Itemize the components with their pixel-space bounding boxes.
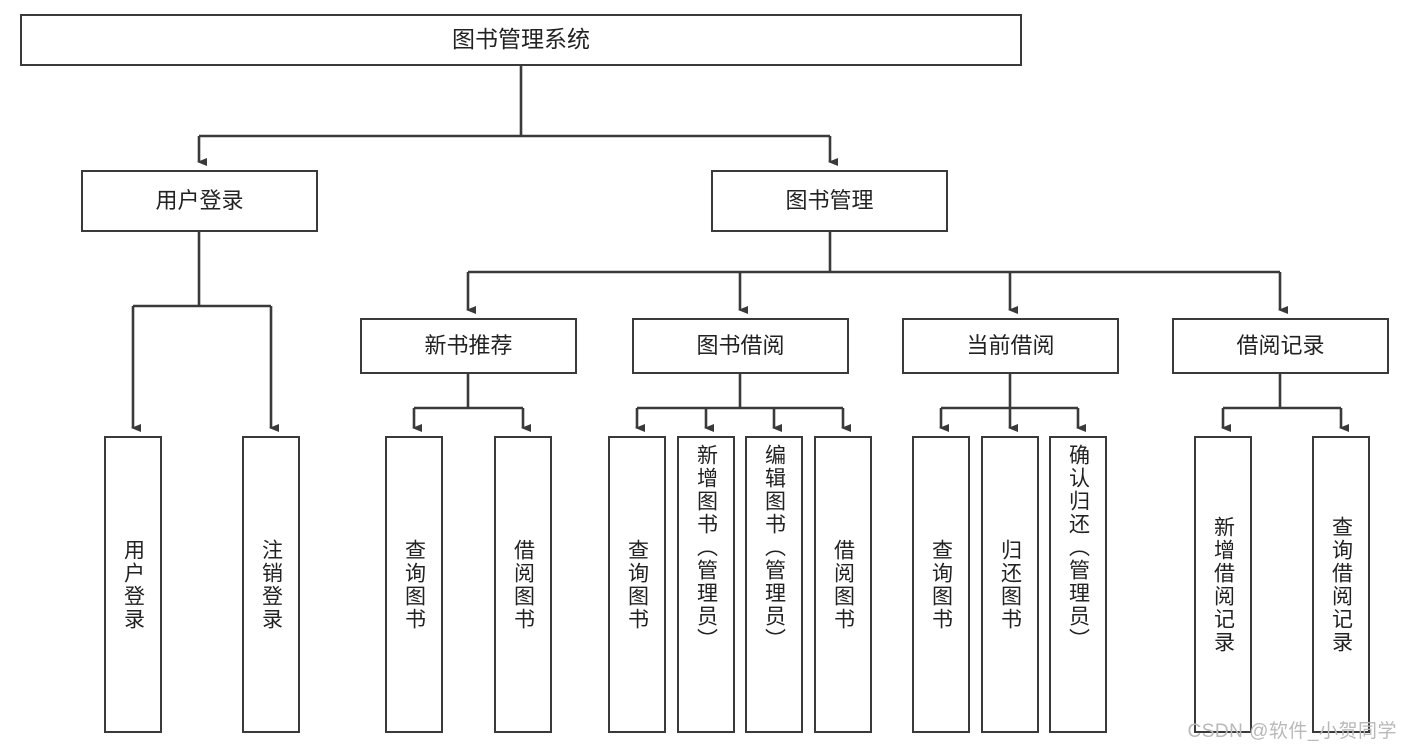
- leaf-borrow-add-book[interactable]: 新增图书（管理员）: [677, 436, 735, 733]
- watermark: CSDN @软件_小贺同学: [1187, 721, 1397, 742]
- leaf-current-confirm-return[interactable]: 确认归还（管理员）: [1049, 436, 1107, 733]
- node-label: 用户登录: [121, 538, 145, 631]
- node-current-borrow[interactable]: 当前借阅: [902, 318, 1119, 374]
- node-label: 新增借阅记录: [1211, 515, 1235, 654]
- node-label: 借阅记录: [1236, 333, 1325, 359]
- node-label: 借阅图书: [511, 538, 535, 631]
- node-label: 图书管理: [785, 188, 874, 214]
- leaf-borrow-edit-book[interactable]: 编辑图书（管理员）: [745, 436, 803, 733]
- node-label: 确认归还（管理员）: [1066, 444, 1090, 651]
- node-label: 归还图书: [998, 538, 1022, 631]
- node-label: 图书借阅: [696, 333, 785, 359]
- node-label: 新书推荐: [424, 333, 513, 359]
- node-label: 编辑图书（管理员）: [762, 444, 786, 651]
- leaf-borrow-borrow-book[interactable]: 借阅图书: [814, 436, 872, 733]
- leaf-current-return-book[interactable]: 归还图书: [981, 436, 1039, 733]
- node-user-login[interactable]: 用户登录: [81, 170, 318, 232]
- node-root-system[interactable]: 图书管理系统: [20, 14, 1022, 66]
- node-label: 用户登录: [155, 188, 244, 214]
- leaf-current-query-book[interactable]: 查询图书: [912, 436, 970, 733]
- node-label: 查询借阅记录: [1329, 515, 1353, 654]
- node-label: 查询图书: [402, 538, 426, 631]
- node-label: 图书管理系统: [452, 26, 590, 53]
- leaf-record-query[interactable]: 查询借阅记录: [1312, 436, 1370, 733]
- node-label: 查询图书: [929, 538, 953, 631]
- leaf-user-login-login[interactable]: 用户登录: [104, 436, 162, 733]
- node-book-management[interactable]: 图书管理: [711, 170, 948, 232]
- node-label: 新增图书（管理员）: [694, 444, 718, 651]
- leaf-record-add[interactable]: 新增借阅记录: [1194, 436, 1252, 733]
- leaf-new-book-borrow[interactable]: 借阅图书: [494, 436, 552, 733]
- node-label: 当前借阅: [966, 333, 1055, 359]
- node-label: 注销登录: [259, 538, 283, 631]
- node-new-book-recommend[interactable]: 新书推荐: [360, 318, 577, 374]
- node-label: 查询图书: [625, 538, 649, 631]
- node-label: 借阅图书: [831, 538, 855, 631]
- node-book-borrow[interactable]: 图书借阅: [632, 318, 849, 374]
- node-borrow-record[interactable]: 借阅记录: [1172, 318, 1389, 374]
- leaf-new-book-query[interactable]: 查询图书: [385, 436, 443, 733]
- leaf-user-login-logout[interactable]: 注销登录: [242, 436, 300, 733]
- leaf-borrow-query-book[interactable]: 查询图书: [608, 436, 666, 733]
